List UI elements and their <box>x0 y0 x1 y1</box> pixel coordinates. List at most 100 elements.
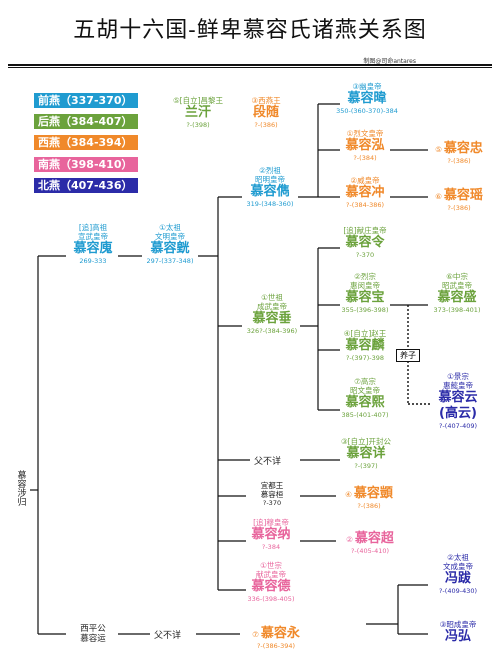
node-name: 慕容熙 <box>345 395 385 410</box>
node-years: 373-(398-401) <box>433 306 481 314</box>
node-name: 慕容宝 <box>345 290 385 305</box>
node-years: ?-(405-410) <box>350 547 390 555</box>
node-years: ?-(409-430) <box>438 587 478 595</box>
legend-later-yan: 后燕（384-407） <box>34 114 138 129</box>
node-title: ④[自立]赵王 <box>343 329 387 338</box>
node-feng-ba: ②太祖 文成皇帝 冯跋 ?-(409-430) <box>424 553 492 595</box>
node-title: 宣武皇帝 <box>78 232 108 241</box>
node-title: ⑦高宗 <box>354 377 376 386</box>
node-title: ②烈祖 <box>259 166 281 175</box>
node-murong-ling: [追]献庄皇帝 慕容令 ?-370 <box>334 226 396 259</box>
node-years: 336-(398-405) <box>247 595 295 603</box>
divider-rule-top <box>8 64 492 66</box>
node-murong-yun: ①景宗 惠懿皇帝 慕容云 (高云) ?-(407-409) <box>424 372 492 430</box>
node-name: 慕容冲 <box>345 185 385 200</box>
father-unknown-label-2: 父不详 <box>154 631 182 641</box>
node-name: 慕容廆 <box>73 241 113 256</box>
node-murong-huan: 宜都王 慕容桓 ?-370 <box>244 481 300 507</box>
node-years: ?-370 <box>355 251 375 259</box>
node-years: ?-(407-409) <box>438 422 478 430</box>
node-murong-chui: ①世祖 成武皇帝 慕容垂 326?-(384-396) <box>242 293 302 335</box>
node-title: 慕容桓 <box>260 490 284 499</box>
node-name-alt: (高云) <box>439 406 477 421</box>
node-murong-na: [追]穆皇帝 慕容纳 ?-384 <box>242 518 300 551</box>
node-name: 冯弘 <box>444 629 471 644</box>
divider-rule-bottom <box>8 67 492 68</box>
legend-southern-yan: 南燕（398-410） <box>34 157 138 172</box>
node-title: 惠懿皇帝 <box>443 381 473 390</box>
node-years: ?-(397)-398 <box>345 354 385 362</box>
node-years: ?-(398) <box>186 121 210 129</box>
node-name: 慕容云 <box>438 390 478 405</box>
node-years: 326?-(384-396) <box>246 327 298 335</box>
node-title: ⑦ <box>252 629 259 639</box>
node-murong-yi: ④ 慕容顗 ?-(386) <box>334 486 404 510</box>
node-name: 冯跋 <box>444 571 471 586</box>
node-title: 慕容运 <box>80 634 106 644</box>
node-murong-de: ①世宗 献武皇帝 慕容德 336-(398-405) <box>240 561 302 603</box>
legend-former-yan: 前燕（337-370） <box>34 93 138 108</box>
node-name: 慕容超 <box>354 531 394 546</box>
node-name: 慕容详 <box>346 446 386 461</box>
node-name: 慕容令 <box>345 235 385 250</box>
node-title: ② <box>346 534 353 544</box>
node-years: ?-(384) <box>353 154 377 162</box>
node-name: 慕容麟 <box>345 338 385 353</box>
node-years: ?-(386) <box>254 121 278 129</box>
node-murong-chong: ②威皇帝 慕容冲 ?-(384-386) <box>336 176 394 209</box>
node-murong-wei: ③幽皇帝 慕容暐 350-(360-370)-384 <box>326 82 408 115</box>
node-murong-hong: ①烈文皇帝 慕容泓 ?-(384) <box>336 129 394 162</box>
node-title: ②威皇帝 <box>350 176 380 185</box>
node-murong-huang: ①太祖 文明皇帝 慕容皝 297-(337-348) <box>138 223 202 265</box>
node-name: 慕容垂 <box>252 311 292 326</box>
node-years: 350-(360-370)-384 <box>336 107 398 115</box>
node-murong-shegui: 慕容涉归 <box>10 470 30 506</box>
node-title: ②太祖 <box>447 553 469 562</box>
node-title: ①世宗 <box>260 561 282 570</box>
credit-text: 制图@司命antares <box>363 58 416 65</box>
node-name: 兰汗 <box>184 105 211 120</box>
node-title: ①景宗 <box>447 372 469 381</box>
node-title: 献武皇帝 <box>256 570 286 579</box>
node-years: ?-(397) <box>354 462 378 470</box>
node-title: 昭明皇帝 <box>255 175 285 184</box>
node-years: ?-(386) <box>447 157 471 165</box>
node-title: 昭武皇帝 <box>442 281 472 290</box>
node-years: ?-370 <box>262 499 282 507</box>
node-name: 慕容纳 <box>251 527 291 542</box>
node-title: ①烈文皇帝 <box>346 129 384 138</box>
node-name: 慕容涉归 <box>15 470 26 506</box>
node-title: 昭文皇帝 <box>350 386 380 395</box>
node-title: 惠闵皇帝 <box>350 281 380 290</box>
node-lan-han: ⑤[自立]昌黎王 兰汗 ?-(398) <box>164 96 232 129</box>
node-title: ⑥中宗 <box>446 272 468 281</box>
node-title: ②烈宗 <box>354 272 376 281</box>
node-title: ③[自立]开封公 <box>340 437 392 446</box>
node-title: ⑥ <box>435 191 442 201</box>
node-years: 319-(348-360) <box>246 200 294 208</box>
node-title: ③幽皇帝 <box>352 82 382 91</box>
node-murong-yao: ⑥ 慕容瑶 ?-(386) <box>426 188 492 212</box>
node-years: ?-(386-394) <box>256 642 296 650</box>
node-title: ①世祖 <box>261 293 283 302</box>
legend-western-yan: 西燕（384-394） <box>34 135 138 150</box>
node-title: 文明皇帝 <box>155 232 185 241</box>
legend-northern-yan: 北燕（407-436） <box>34 178 138 193</box>
node-name: 慕容盛 <box>437 290 477 305</box>
node-murong-jun: ②烈祖 昭明皇帝 慕容儁 319-(348-360) <box>240 166 300 208</box>
node-name: 慕容忠 <box>443 141 483 156</box>
node-murong-yong: ⑦ 慕容永 ?-(386-394) <box>240 626 312 650</box>
node-name: 慕容瑶 <box>443 188 483 203</box>
node-years: 385-(401-407) <box>341 411 389 419</box>
node-title: ⑤ <box>435 144 442 154</box>
node-title: 成武皇帝 <box>257 302 287 311</box>
node-title: ③西燕王 <box>251 96 281 105</box>
node-murong-zhong: ⑤ 慕容忠 ?-(386) <box>426 141 492 165</box>
node-murong-chao: ② 慕容超 ?-(405-410) <box>334 531 406 555</box>
node-years: 269-333 <box>79 257 107 265</box>
node-name: 慕容儁 <box>250 184 290 199</box>
node-title: 西平公 <box>80 624 106 634</box>
page-title: 五胡十六国-鲜卑慕容氏诸燕关系图 <box>73 18 427 43</box>
node-murong-sheng: ⑥中宗 昭武皇帝 慕容盛 373-(398-401) <box>424 272 490 314</box>
